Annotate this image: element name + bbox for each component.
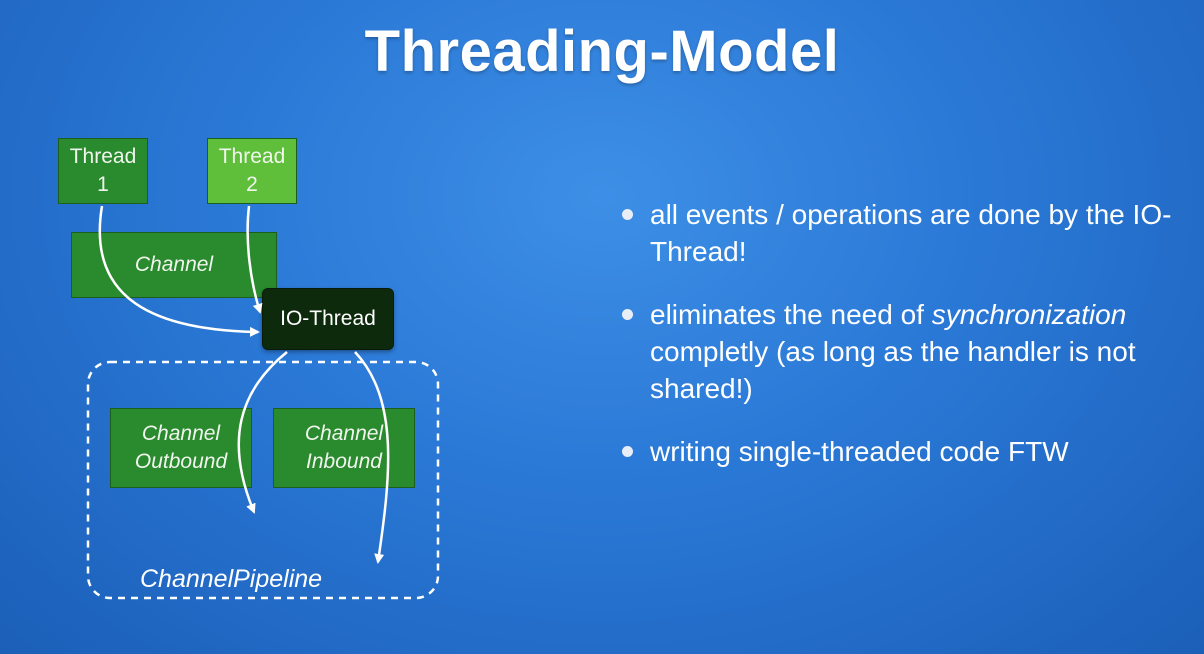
arrow-io-to-outbound (237, 351, 288, 514)
channel-inbound-box: Channel Inbound (273, 408, 415, 488)
bullet-dot-icon (622, 209, 633, 220)
bullet-text: writing single-threaded code FTW (650, 436, 1069, 467)
arrow-thread2-to-io (246, 205, 263, 314)
bullet-item: writing single-threaded code FTW (622, 433, 1182, 470)
thread-1-box: Thread 1 (58, 138, 148, 204)
bullet-dot-icon (622, 309, 633, 320)
bullet-text: all events / operations are done by the … (650, 199, 1172, 267)
bullet-item: eliminates the need of synchronization c… (622, 296, 1182, 407)
arrow-thread1-to-io (98, 205, 260, 337)
slide-title: Threading-Model (364, 19, 840, 84)
thread-2-box: Thread 2 (207, 138, 297, 204)
bullet-list: all events / operations are done by the … (622, 196, 1182, 496)
io-thread-box: IO-Thread (262, 288, 394, 350)
arrow-io-to-inbound (354, 351, 390, 564)
bullet-dot-icon (622, 446, 633, 457)
channel-outbound-box: Channel Outbound (110, 408, 252, 488)
pipeline-container (86, 360, 440, 600)
emphasis-text: synchronization (931, 299, 1127, 330)
bullet-item: all events / operations are done by the … (622, 196, 1182, 270)
channel-pipeline-label: ChannelPipeline (140, 565, 323, 593)
bullet-text: eliminates the need of synchronization c… (650, 299, 1136, 404)
